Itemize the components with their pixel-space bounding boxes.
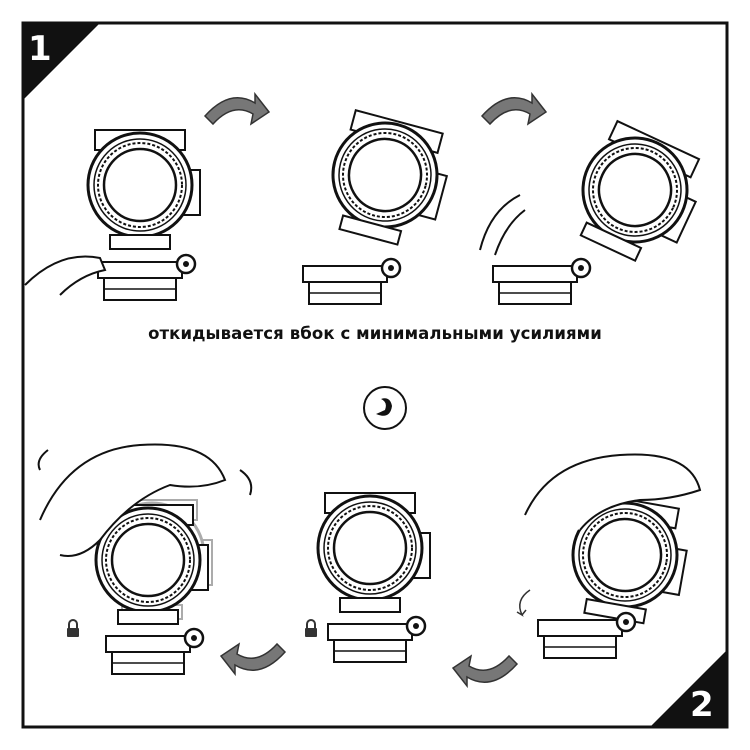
- step-number-1: 1: [28, 29, 52, 69]
- motion-lines: [479, 194, 526, 256]
- scope-tilting: [316, 106, 459, 254]
- mount-base: [536, 611, 637, 660]
- mount-base: [491, 257, 592, 306]
- rotate-arrow-icon: [452, 655, 518, 687]
- step-number-2: 2: [690, 685, 714, 725]
- lock-icon: [66, 619, 80, 638]
- hand-finger: [24, 255, 107, 296]
- mount-base: [326, 615, 427, 664]
- hand: [524, 453, 702, 531]
- step-2-corner: [650, 650, 727, 727]
- scope-upright: [86, 128, 202, 251]
- rotate-arrow-icon: [481, 93, 547, 125]
- mount-base: [301, 257, 402, 306]
- hand: [39, 443, 227, 557]
- scope-flipped-side: [559, 116, 715, 275]
- rotation-symbol-icon: [363, 386, 407, 430]
- frame-border: [21, 21, 729, 729]
- caption-text: откидывается вбок с минимальными усилиям…: [148, 324, 602, 343]
- mount-base: [104, 627, 205, 676]
- down-arrow-icon: [516, 589, 531, 617]
- lock-icon: [304, 619, 318, 638]
- mount-base: [96, 253, 197, 302]
- scope-locked: [316, 491, 432, 614]
- motion-lines: [37, 449, 253, 496]
- rotate-arrow-icon: [220, 643, 286, 675]
- step-1-corner: [23, 23, 100, 100]
- rotate-arrow-icon: [204, 93, 270, 125]
